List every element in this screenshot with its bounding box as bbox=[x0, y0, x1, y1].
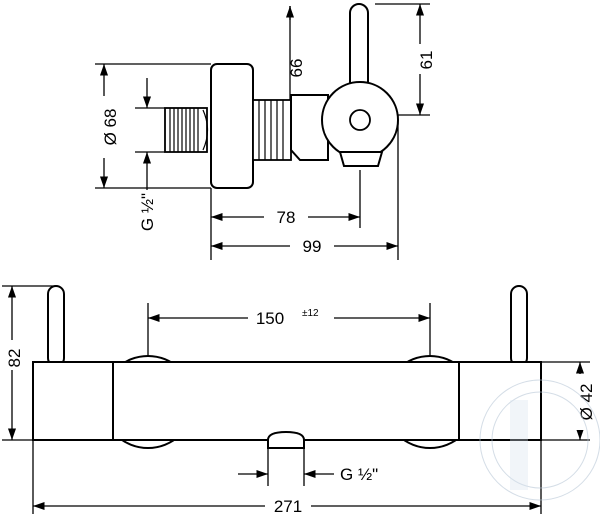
knob-center bbox=[349, 109, 371, 131]
dim-61-label: 61 bbox=[417, 51, 436, 70]
dim-99-label: 99 bbox=[303, 237, 322, 256]
front-view: 150 ±12 82 Ø 42 G ½" 271 bbox=[2, 285, 596, 516]
threaded-inlet bbox=[164, 107, 209, 153]
dim-78-label: 78 bbox=[277, 208, 296, 227]
escutcheon-side bbox=[210, 63, 254, 189]
dim-66-label: 66 bbox=[287, 59, 306, 78]
thread-outlet-label: G ½" bbox=[340, 465, 378, 484]
outlet-stub-side bbox=[338, 151, 384, 167]
dim-150-label: 150 bbox=[256, 309, 284, 328]
watermark bbox=[479, 379, 600, 501]
connector-body bbox=[290, 94, 329, 161]
mixer-front-panel bbox=[112, 361, 460, 441]
dim-68-label: Ø 68 bbox=[101, 109, 120, 146]
thread-top-label: G ½" bbox=[138, 193, 157, 231]
handle-right bbox=[510, 285, 528, 367]
hex-nut bbox=[252, 99, 292, 161]
dim-271-label: 271 bbox=[274, 497, 302, 516]
dim-150-tolerance: ±12 bbox=[302, 308, 319, 319]
side-view: 66 61 Ø 68 G ½" 78 99 bbox=[94, 3, 436, 260]
knob-side bbox=[321, 81, 399, 159]
handle-left bbox=[47, 285, 65, 367]
outlet-stub-front bbox=[267, 430, 305, 449]
dim-82-label: 82 bbox=[5, 349, 24, 368]
